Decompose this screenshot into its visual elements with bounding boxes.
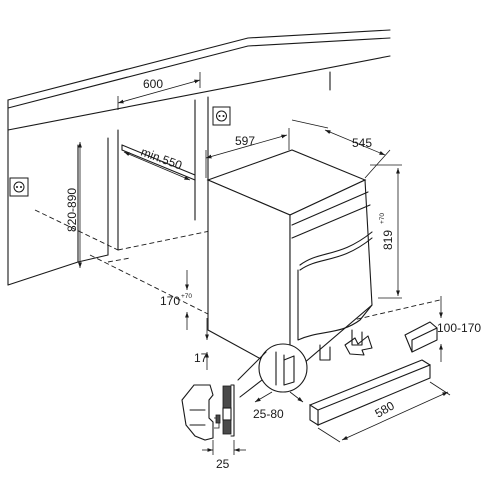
section-detail [181, 384, 235, 441]
label-plinth-height: 170 [160, 294, 180, 308]
airflow-arrow-icon [344, 335, 373, 356]
label-panel-thickness: 25 [216, 457, 230, 471]
dim-niche-width: 600 [117, 72, 201, 110]
label-kickplate-width: 580 [373, 398, 398, 420]
dim-appliance-depth: 545 [291, 119, 391, 179]
dim-door-recess: 25-80 [253, 391, 304, 421]
dim-appliance-width: 597 [205, 128, 290, 178]
label-niche-height: 820-890 [65, 188, 79, 232]
left-cabinet [7, 129, 119, 286]
dim-bottom-gap: 17 [194, 318, 209, 370]
appliance [206, 149, 373, 377]
label-appliance-width: 597 [235, 134, 255, 148]
label-niche-width: 600 [143, 77, 163, 91]
label-bottom-gap: 17 [194, 351, 208, 365]
dim-appliance-height: 819 +70 [370, 164, 402, 299]
socket-right [212, 106, 231, 126]
label-appliance-height-tol: +70 [379, 213, 386, 224]
label-plinth-height-tol: +70 [181, 293, 192, 300]
label-door-recess: 25-80 [253, 407, 284, 421]
socket-left [9, 177, 29, 197]
dim-plinth-height: 170 +70 [160, 270, 192, 330]
label-appliance-height: 819 [381, 230, 395, 250]
label-kickplate-height: 100-170 [437, 321, 481, 335]
dim-panel-thickness: 25 [202, 440, 246, 471]
dim-niche-height: 820-890 [65, 142, 82, 268]
detail-circle [237, 343, 308, 398]
label-appliance-depth: 545 [352, 136, 372, 150]
dim-kickplate-height: 100-170 [437, 296, 481, 362]
